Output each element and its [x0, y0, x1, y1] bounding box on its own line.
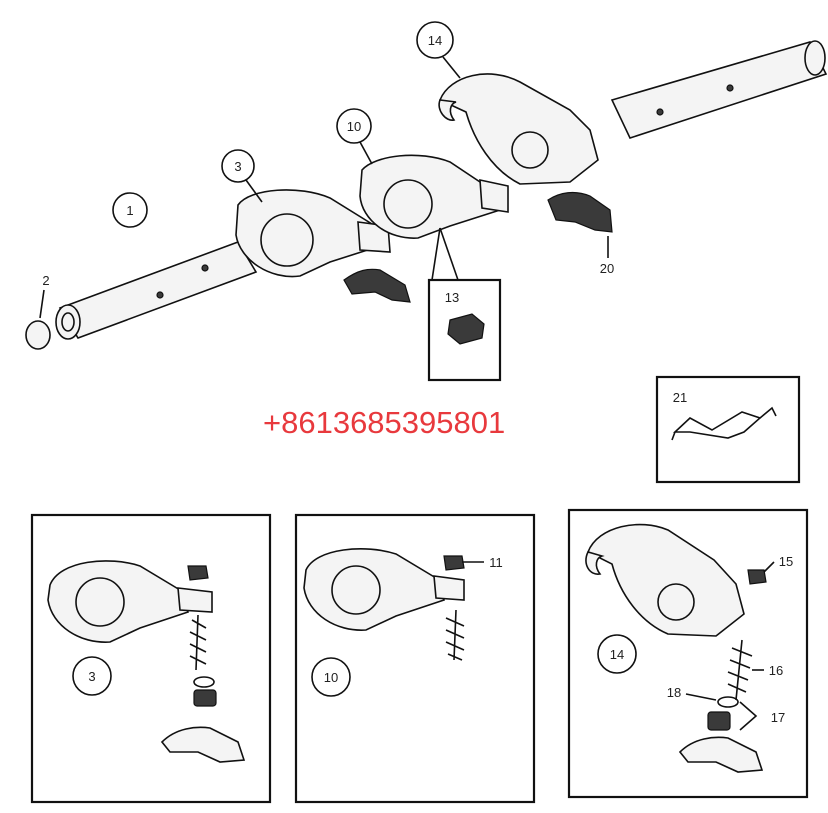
detail-14-screw-text: 16 [769, 663, 783, 678]
detail-14-nut-text: 15 [779, 554, 793, 569]
callout-13-text: 13 [445, 290, 459, 305]
callout-14-text: 14 [428, 33, 442, 48]
contact-number: +8613685395801 [263, 405, 505, 440]
rocker-arm-14 [438, 73, 613, 233]
detail-10-nut-text: 11 [489, 555, 503, 570]
callout-20-text: 20 [600, 261, 614, 276]
detail-box-21: 21 [655, 375, 801, 484]
detail-10-label: 10 [324, 670, 338, 685]
detail-14-washer-text: 18 [667, 685, 681, 700]
callout-2: 2 [39, 273, 50, 319]
callout-3: 3 [221, 149, 263, 203]
detail-box-14: 15 16 18 17 14 [567, 508, 809, 799]
callout-21-text: 21 [673, 390, 687, 405]
rocker-arm-3 [235, 189, 411, 303]
detail-14-cap-text: 17 [771, 710, 785, 725]
callout-3-text: 3 [234, 159, 241, 174]
shaft-lower [55, 241, 258, 340]
detail-box-10: 11 10 [294, 513, 536, 804]
rocker-arm-10 [359, 154, 509, 239]
callout-14: 14 [416, 21, 461, 79]
callout-10-text: 10 [347, 119, 361, 134]
plug [25, 320, 51, 350]
shaft-upper [610, 40, 828, 139]
detail-14-label: 14 [610, 647, 624, 662]
callout-2-text: 2 [42, 273, 49, 288]
detail-box-3: 3 [30, 513, 272, 804]
callout-1-text: 1 [126, 203, 133, 218]
callout-10: 10 [336, 108, 373, 165]
detail-3-label: 3 [88, 669, 95, 684]
detail-box-13: 13 [427, 227, 502, 382]
callout-1: 1 [112, 192, 148, 228]
callout-20: 20 [600, 236, 614, 276]
